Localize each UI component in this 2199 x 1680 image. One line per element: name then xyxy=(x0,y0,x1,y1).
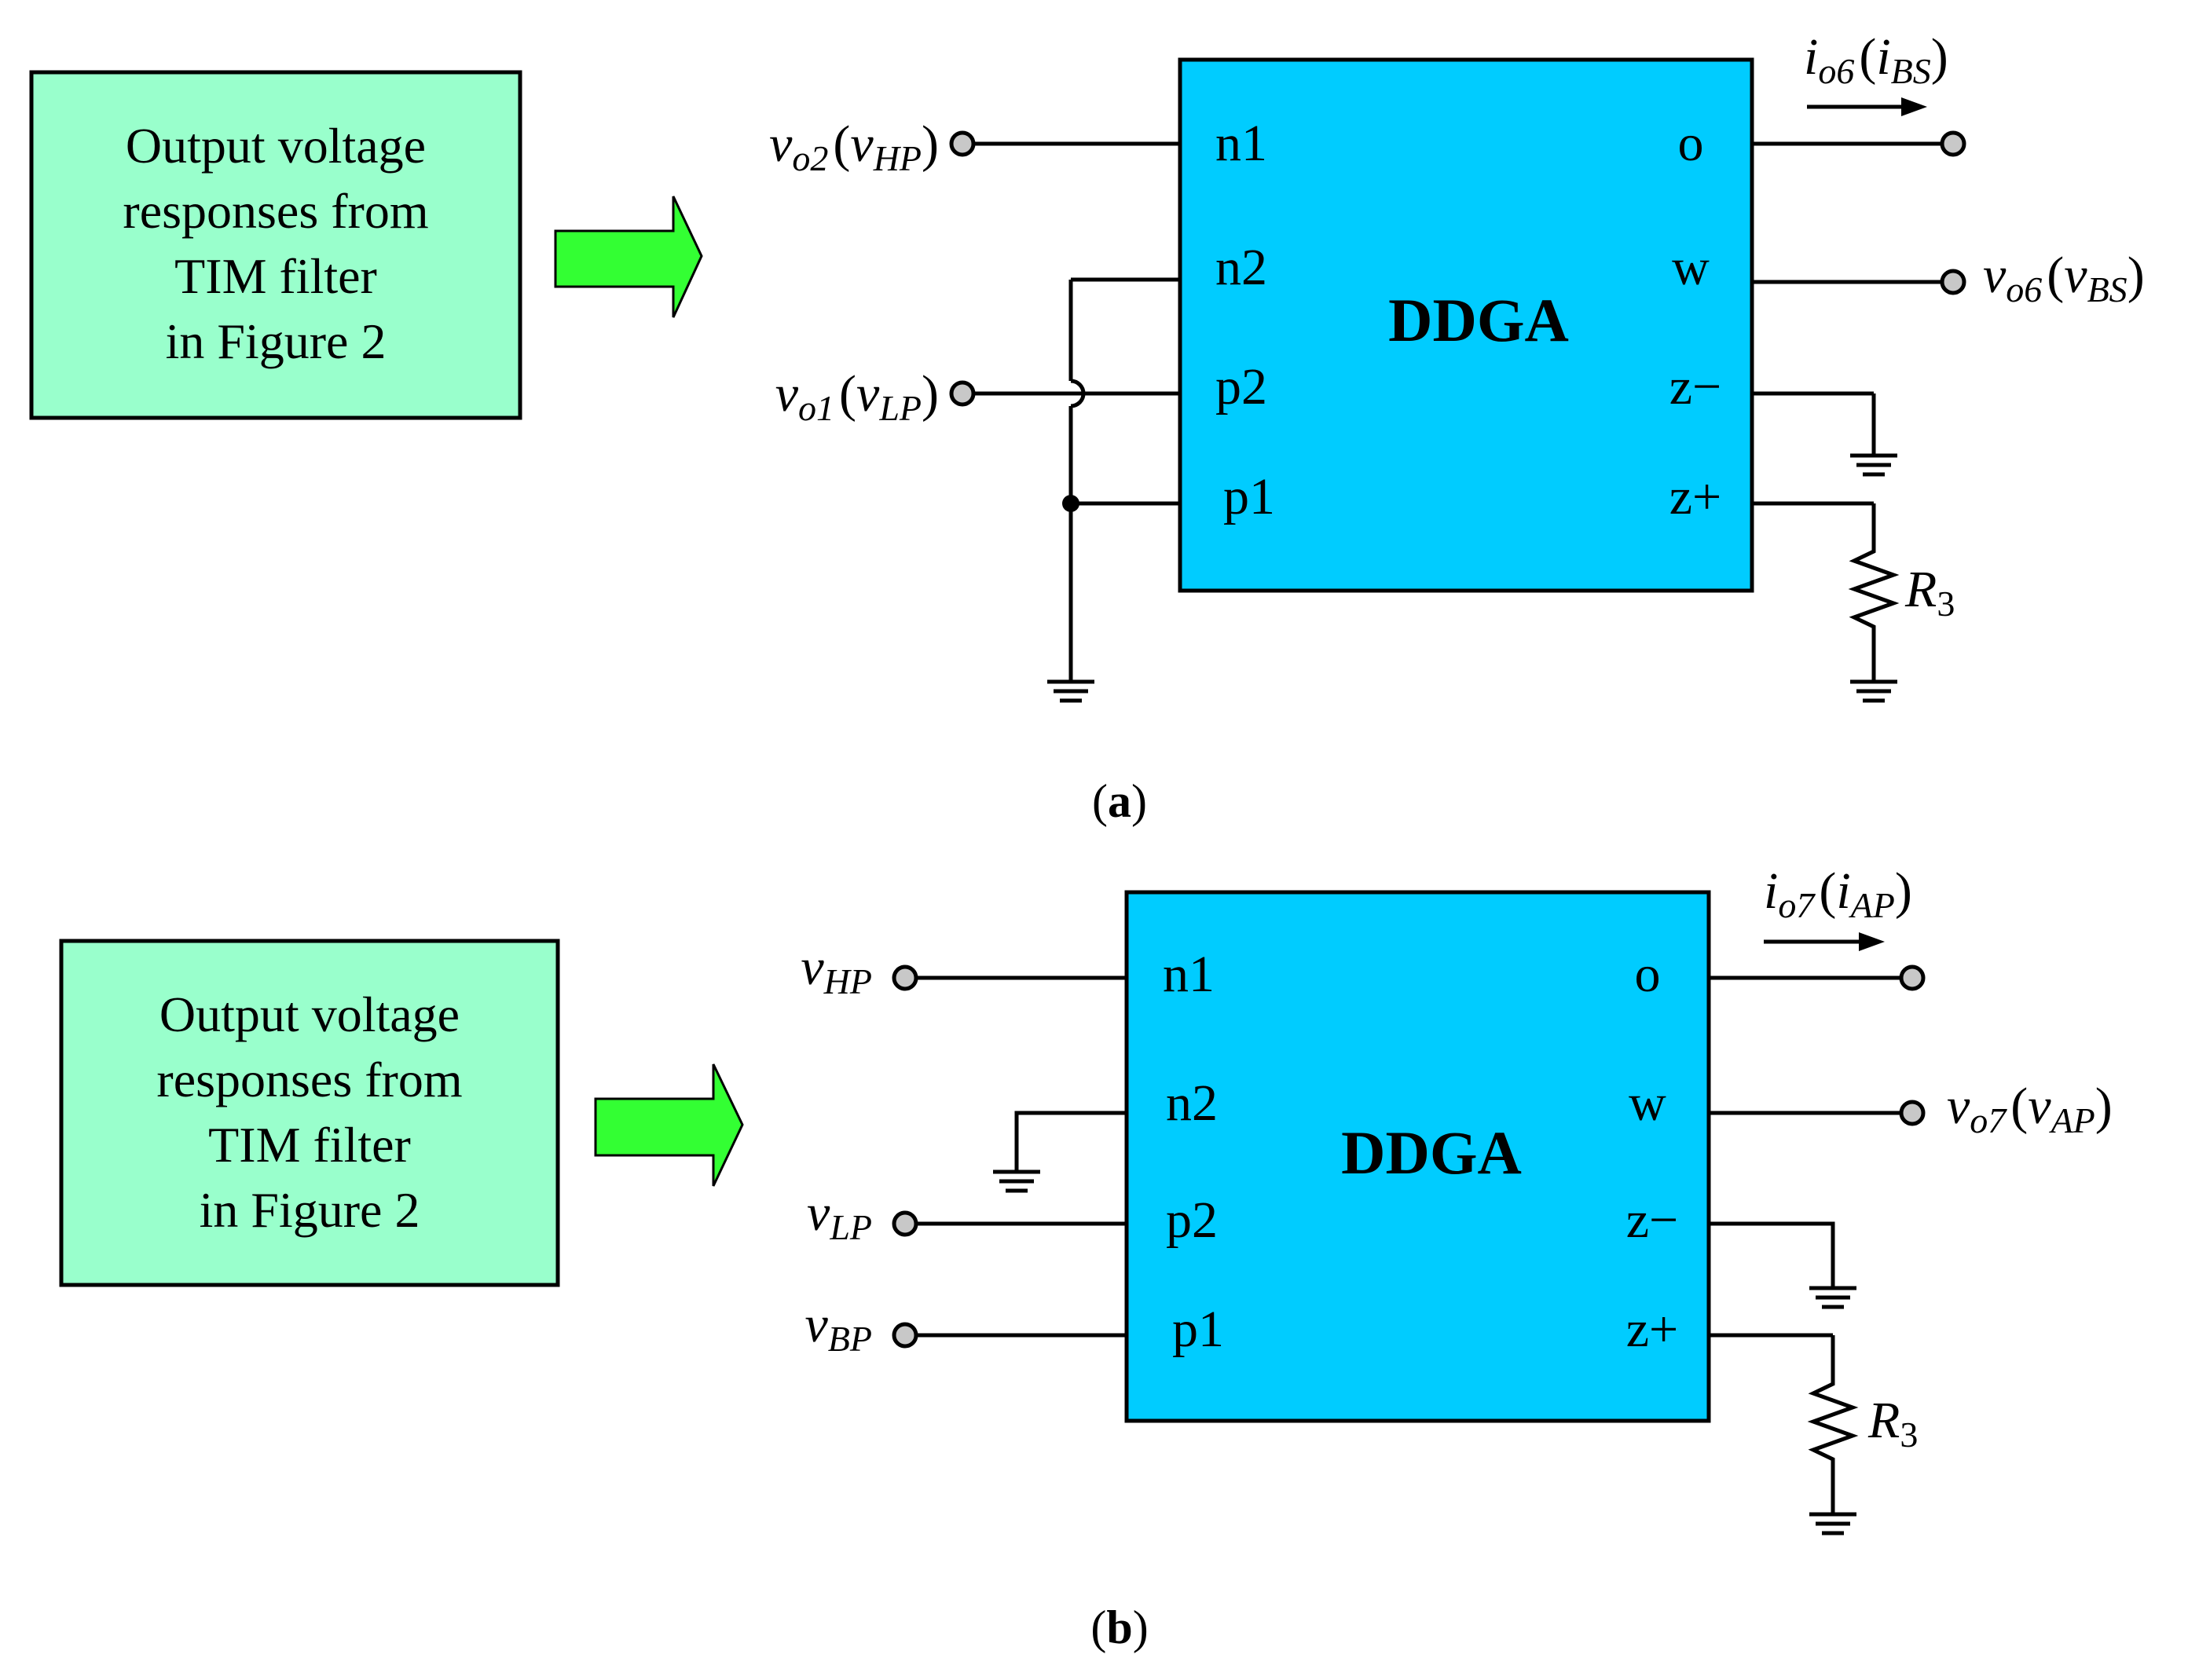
terminal-a-io6 xyxy=(1940,130,1966,157)
terminal-b-vhp xyxy=(892,964,918,991)
label-a-io6-ibs: io6(iBS) xyxy=(1804,28,1948,91)
note-a-line-3: TIM filter xyxy=(174,248,377,304)
ddga-block-a xyxy=(1178,57,1754,593)
caption-b: (b) xyxy=(1090,1601,1148,1653)
note-b-line-3: TIM filter xyxy=(208,1117,411,1173)
label-a-r3: R3 xyxy=(1904,561,1955,624)
ground-icon xyxy=(1850,679,1897,703)
label-a-vo1-vlp: vo1(vLP) xyxy=(775,365,939,428)
arrow-a xyxy=(554,196,703,318)
ground-icon xyxy=(1047,679,1094,703)
label-b-vbp: vBP xyxy=(805,1296,873,1359)
pin-b-p2: p2 xyxy=(1166,1191,1218,1249)
caption-a: (a) xyxy=(1092,775,1147,827)
pin-b-w: w xyxy=(1629,1074,1666,1132)
pin-a-p2: p2 xyxy=(1215,358,1267,415)
pin-b-p1: p1 xyxy=(1172,1301,1224,1358)
note-box-a xyxy=(29,70,522,420)
arrow-b xyxy=(594,1063,744,1187)
note-a-line-4: in Figure 2 xyxy=(166,313,387,369)
pin-a-zplus: z+ xyxy=(1669,468,1722,525)
label-b-vo7-vap: vo7(vAP) xyxy=(1947,1078,2113,1140)
ground-icon xyxy=(1850,453,1897,477)
terminal-a-vo2 xyxy=(949,130,976,157)
terminal-a-vo6 xyxy=(1940,269,1966,295)
ground-icon xyxy=(993,1169,1040,1193)
ddga-block-b xyxy=(1124,890,1711,1423)
ground-icon xyxy=(1809,1512,1856,1535)
terminal-b-vlp xyxy=(892,1210,918,1237)
current-arrow-a xyxy=(1807,97,1927,116)
note-a-line-1: Output voltage xyxy=(126,118,426,174)
panel-b: Output voltage responses from TIM filter… xyxy=(59,862,2113,1653)
note-b-line-1: Output voltage xyxy=(159,986,460,1042)
label-a-vo6-vbs: vo6(vBS) xyxy=(1983,247,2145,309)
pin-b-zminus: z− xyxy=(1626,1191,1679,1249)
pin-a-w: w xyxy=(1672,239,1710,296)
pin-a-n2: n2 xyxy=(1215,239,1267,296)
wires-b xyxy=(902,975,1901,1514)
note-box-b xyxy=(59,939,560,1287)
pin-a-p1: p1 xyxy=(1223,468,1275,525)
terminal-a-vo1 xyxy=(949,380,976,407)
wires-a xyxy=(962,141,1941,682)
label-b-vlp: vLP xyxy=(807,1184,872,1247)
terminal-b-io7 xyxy=(1899,964,1926,991)
note-a-line-2: responses from xyxy=(123,183,428,239)
junction-dot-a xyxy=(1062,495,1079,512)
label-b-vhp: vHP xyxy=(801,939,872,1001)
note-b-line-4: in Figure 2 xyxy=(200,1182,420,1238)
pin-a-n1: n1 xyxy=(1215,115,1267,172)
current-arrow-b xyxy=(1764,932,1885,951)
ddga-title-b: DDGA xyxy=(1341,1118,1522,1187)
ground-icon xyxy=(1809,1286,1856,1309)
panel-a: Output voltage responses from TIM filter… xyxy=(29,28,2145,827)
terminal-b-vbp xyxy=(892,1322,918,1349)
label-b-io7-iap: io7(iAP) xyxy=(1764,862,1912,925)
terminal-b-vo7 xyxy=(1899,1100,1926,1126)
pin-b-zplus: z+ xyxy=(1626,1301,1679,1358)
pin-a-zminus: z− xyxy=(1669,358,1722,415)
pin-b-n2: n2 xyxy=(1166,1074,1218,1132)
label-a-vo2-vhp: vo2(vHP) xyxy=(769,115,939,178)
pin-a-o: o xyxy=(1678,115,1704,172)
pin-b-o: o xyxy=(1635,946,1661,1003)
pin-b-n1: n1 xyxy=(1163,946,1215,1003)
ddga-title-a: DDGA xyxy=(1388,286,1569,354)
note-b-line-2: responses from xyxy=(156,1052,462,1107)
label-b-r3: R3 xyxy=(1867,1392,1918,1455)
